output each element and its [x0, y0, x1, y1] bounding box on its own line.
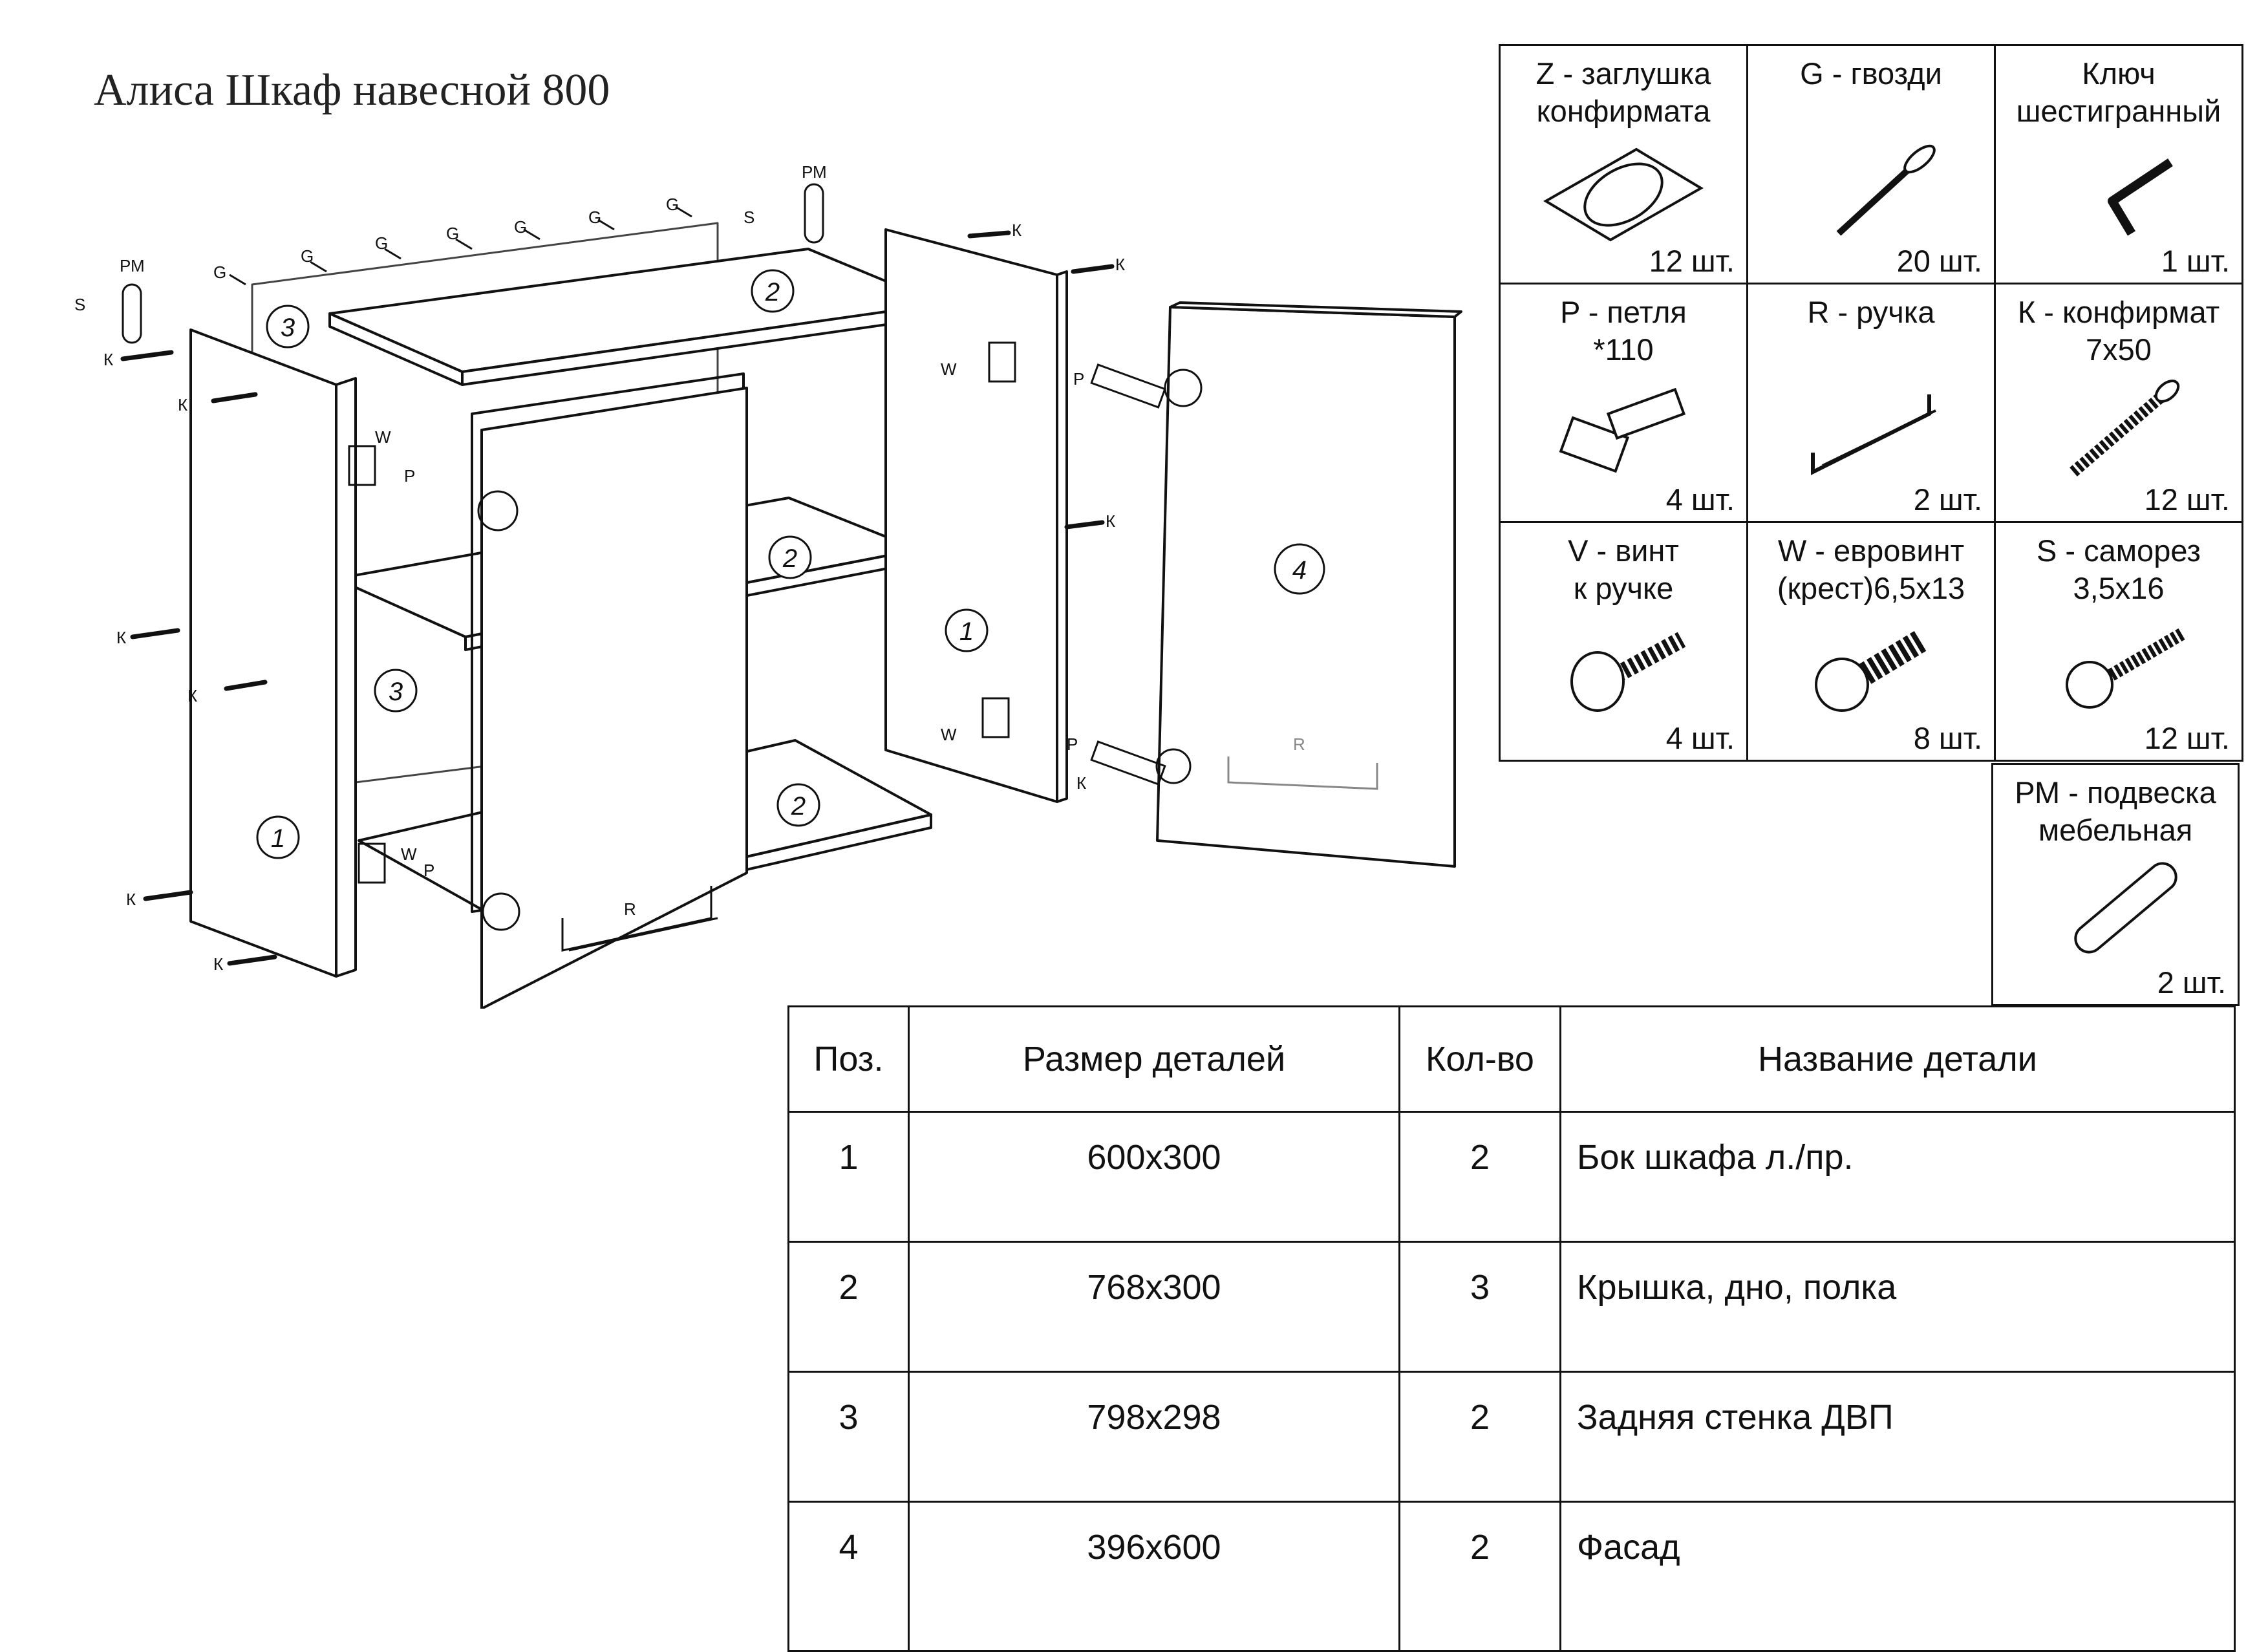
- part-number-3-top: 3: [281, 314, 295, 342]
- label-p-2: P: [1073, 369, 1084, 389]
- label-p-1: P: [404, 466, 415, 486]
- label-k-1: К: [103, 350, 113, 369]
- label-g-1: G: [213, 263, 226, 282]
- part-number-2-bottom: 2: [791, 792, 806, 821]
- label-g-3: G: [375, 233, 388, 253]
- part-number-3-front: 3: [389, 678, 403, 706]
- header-part-name: Название детали: [1559, 1005, 2236, 1113]
- side-panel-right: [884, 228, 1058, 803]
- label-g-4: G: [446, 224, 459, 243]
- table-row: 2 768х300 3 Крышка, дно, полка: [787, 1241, 2236, 1373]
- label-k-6: К: [213, 954, 223, 974]
- label-w-2: W: [941, 359, 957, 379]
- fitting-cell: G - гвозди 20 шт.: [1746, 44, 1996, 284]
- header-position: Поз.: [787, 1005, 910, 1113]
- label-g-6: G: [588, 208, 601, 227]
- confirmat-cap-icon: [1543, 147, 1704, 242]
- fitting-cell: R - ручка 2 шт.: [1746, 283, 1996, 523]
- label-pm-right: РМ: [802, 162, 827, 182]
- part-number-2-top: 2: [765, 278, 780, 306]
- label-g-5: G: [514, 217, 527, 237]
- table-row: 4 396х600 2 Фасад: [787, 1501, 2236, 1652]
- part-number-1-right: 1: [959, 617, 974, 646]
- label-k-8: К: [1115, 255, 1125, 274]
- parts-table: Поз. Размер деталей Кол-во Название дета…: [787, 1005, 2236, 1652]
- nail-icon: [1836, 144, 1936, 236]
- label-r-2: R: [1293, 735, 1305, 754]
- label-w-4: W: [401, 844, 417, 864]
- self-tapping-screw-icon: [2066, 627, 2187, 709]
- label-pm-left: РМ: [120, 256, 145, 275]
- handle-icon: [1811, 394, 1936, 475]
- label-k-4: К: [187, 686, 197, 705]
- label-p-3: P: [1067, 735, 1078, 754]
- side-panel-left: [189, 328, 337, 978]
- label-g-7: G: [666, 195, 679, 214]
- label-k-3: К: [116, 628, 126, 647]
- furniture-hanger-icon: [2074, 862, 2177, 954]
- part-number-4: 4: [1292, 556, 1307, 585]
- page-title: Алиса Шкаф навесной 800: [94, 65, 610, 115]
- part-number-1-left: 1: [271, 824, 285, 853]
- label-k-5: К: [126, 890, 136, 909]
- label-k-7: К: [1012, 220, 1022, 240]
- part-number-2-mid: 2: [782, 544, 797, 573]
- label-k-2: К: [178, 395, 187, 414]
- label-r-1: R: [624, 899, 636, 919]
- assembly-diagram: G G G G G G G РМ РМ S S К К К К К К К К …: [74, 162, 1462, 1009]
- table-row: 3 798х298 2 Задняя стенка ДВП: [787, 1371, 2236, 1503]
- hex-key-icon: [2108, 158, 2173, 236]
- label-w-1: W: [375, 427, 391, 447]
- label-g-2: G: [301, 246, 314, 266]
- table-row: 1 600х300 2 Бок шкафа л./пр.: [787, 1111, 2236, 1243]
- label-s-left: S: [74, 295, 85, 314]
- label-k-9: К: [1106, 511, 1115, 531]
- hinge-icon: [1559, 387, 1686, 473]
- label-k-10: К: [1076, 773, 1086, 793]
- label-s-right: S: [744, 208, 754, 227]
- header-size: Размер деталей: [908, 1005, 1400, 1113]
- fitting-cell: P - петля*110 4 шт.: [1499, 283, 1748, 523]
- header-qty: Кол-во: [1398, 1005, 1561, 1113]
- handle-screw-icon: [1570, 632, 1686, 712]
- label-p-4: P: [423, 861, 434, 880]
- confirmat-screw-icon: [2070, 380, 2180, 477]
- euro-screw-icon: [1815, 629, 1929, 712]
- fitting-cell: W - евровинт(крест)6,5х13 8 шт.: [1746, 521, 1996, 762]
- label-w-3: W: [941, 725, 957, 744]
